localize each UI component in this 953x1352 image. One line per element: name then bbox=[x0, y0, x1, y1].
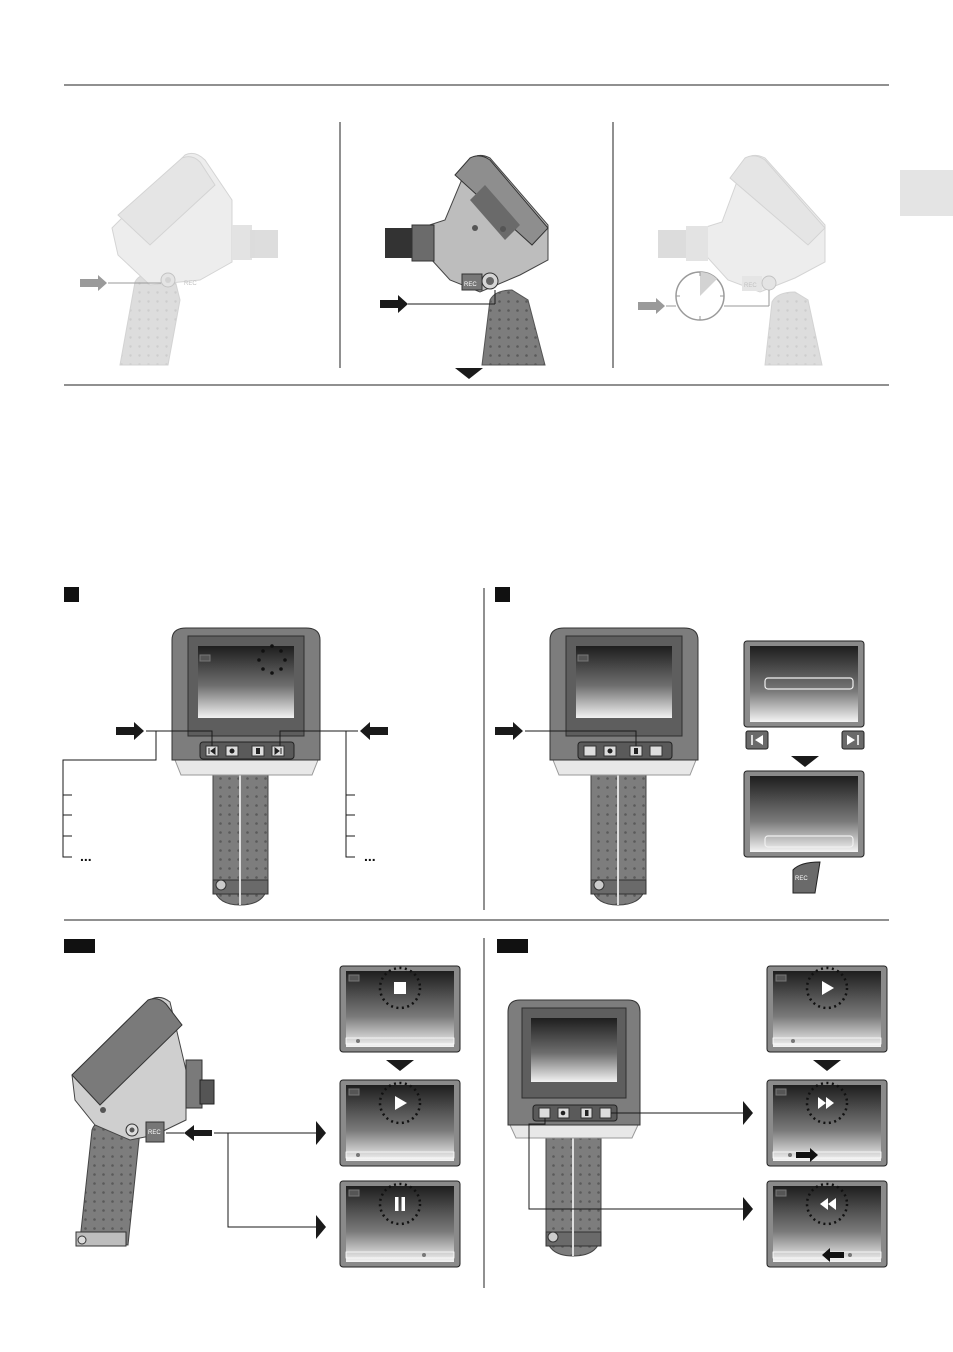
arrow-icon bbox=[116, 722, 144, 740]
next-button-icon bbox=[842, 731, 864, 749]
arrow-icon bbox=[316, 1121, 326, 1145]
pause-icon bbox=[395, 1197, 399, 1211]
section-b-device-front bbox=[550, 628, 698, 905]
section-d-device-front bbox=[508, 1000, 640, 1256]
rec-label-faded-3: REC bbox=[744, 283, 757, 289]
menu-screen-2 bbox=[744, 771, 864, 857]
rec-label-c: REC bbox=[148, 1130, 161, 1136]
ellipsis-left: ... bbox=[80, 848, 92, 864]
section-c-marker bbox=[64, 939, 95, 953]
play-screen-d bbox=[767, 966, 887, 1052]
section-a-marker bbox=[64, 587, 79, 602]
stop-screen bbox=[340, 966, 460, 1052]
rec-label-2: REC bbox=[464, 282, 477, 288]
top-panel-1-device: REC bbox=[112, 153, 278, 365]
step-down-marker bbox=[386, 1060, 414, 1071]
top-panel-2-device: REC bbox=[385, 155, 548, 365]
prev-button-icon bbox=[746, 731, 768, 749]
arrow-icon bbox=[638, 298, 665, 314]
chapter-side-tab bbox=[900, 170, 953, 216]
timer-icon bbox=[676, 272, 724, 320]
step-down-marker bbox=[813, 1060, 841, 1071]
play-screen bbox=[340, 1080, 460, 1166]
arrow-icon bbox=[80, 275, 107, 291]
ellipsis-right: ... bbox=[364, 848, 376, 864]
step-down-marker bbox=[791, 756, 819, 767]
arrow-icon bbox=[495, 722, 523, 740]
rec-label-faded-1: REC bbox=[184, 281, 197, 287]
rec-button-icon: REC bbox=[793, 862, 820, 893]
arrow-icon bbox=[184, 1125, 212, 1141]
section-b-marker bbox=[495, 587, 510, 602]
arrow-icon bbox=[743, 1101, 753, 1125]
top-panel-3-device: REC bbox=[658, 155, 825, 365]
arrow-icon bbox=[743, 1197, 753, 1221]
arrow-icon bbox=[316, 1215, 326, 1239]
step-down-marker bbox=[455, 368, 483, 379]
stop-icon bbox=[394, 982, 406, 994]
section-a-device-front bbox=[172, 628, 320, 905]
section-d-marker bbox=[497, 939, 528, 953]
arrow-icon bbox=[360, 722, 388, 740]
section-c-device-side: REC bbox=[72, 997, 214, 1246]
menu-screen-1 bbox=[744, 641, 864, 727]
arrow-icon bbox=[380, 295, 408, 313]
svg-text:REC: REC bbox=[795, 876, 808, 882]
fast-forward-screen bbox=[767, 1080, 887, 1166]
rewind-screen bbox=[767, 1181, 887, 1267]
pause-screen bbox=[340, 1181, 460, 1267]
